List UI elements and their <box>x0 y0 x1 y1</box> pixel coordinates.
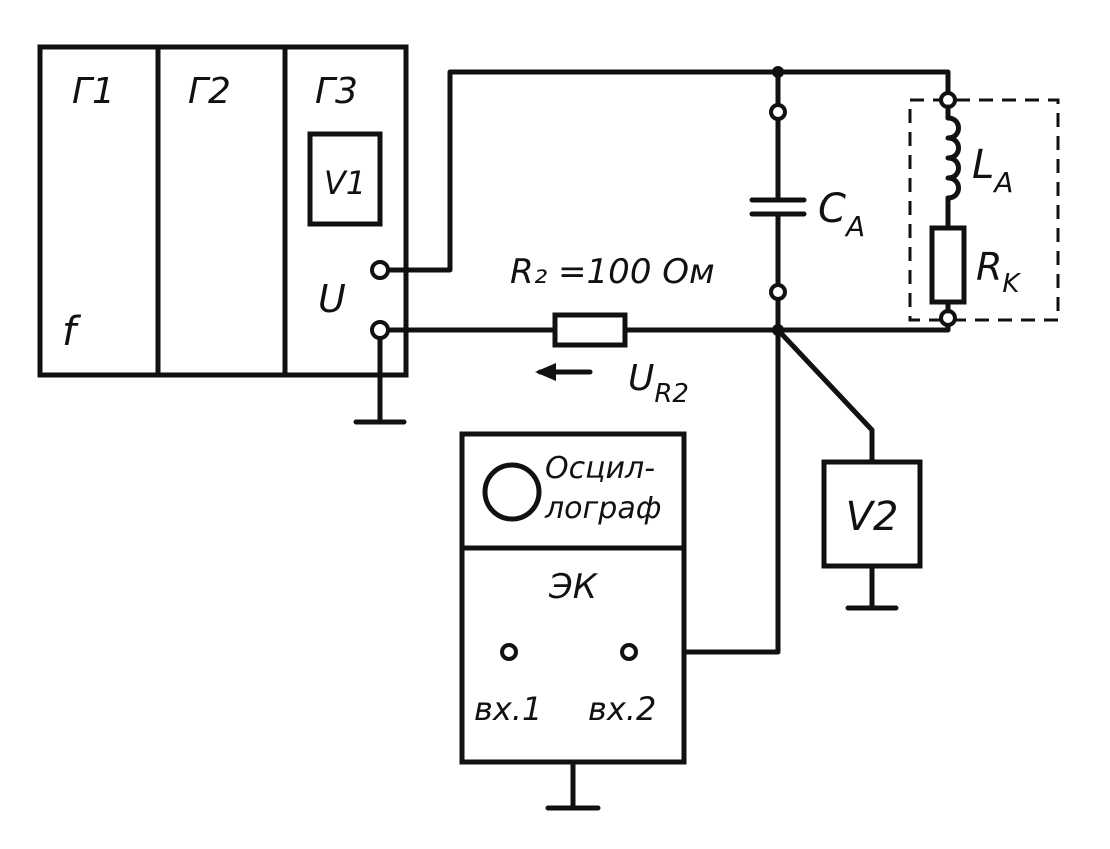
voltage-r2-label: UR2 <box>628 358 689 409</box>
inductor-label: LA <box>972 142 1013 199</box>
wires <box>353 69 951 811</box>
wire-bottom-right <box>622 315 951 333</box>
capacitor-label: CA <box>818 186 865 243</box>
voltmeter-v1-label: V1 <box>324 164 366 202</box>
inductor-la <box>945 115 961 201</box>
voltmeter-v2: V2 <box>821 459 923 569</box>
oscilloscope-section-label: ЭК <box>548 567 599 607</box>
voltmeter-v2-box <box>821 459 923 569</box>
generator-panel: Г1 Г2 Г3 V1 f U <box>37 44 409 378</box>
oscilloscope-input-2-label: вх.2 <box>588 690 656 728</box>
generator-terminal-lower <box>370 320 390 340</box>
oscilloscope-input-1 <box>500 643 518 661</box>
resistor-r2-label: R₂ =100 Ом <box>510 252 715 292</box>
voltmeter-v1-box <box>307 131 383 227</box>
arrow-left-icon <box>535 363 556 381</box>
junction-bottom <box>772 324 784 336</box>
voltmeter-v2-label: V2 <box>846 494 899 540</box>
resistor-rk-label: RK <box>976 245 1021 299</box>
capacitor-ca: CA <box>749 103 865 301</box>
capacitor-terminal-top <box>769 103 787 121</box>
capacitor-terminal-bottom <box>769 283 787 301</box>
resistor-rk-body <box>929 225 967 305</box>
coil-dashed-boundary <box>908 98 1060 322</box>
wire-to-v2 <box>775 327 875 465</box>
oscilloscope-screen-icon <box>482 462 542 522</box>
resistor-r2-body <box>552 312 628 348</box>
generator-voltage-label: U <box>318 277 346 321</box>
generator-terminal-upper <box>370 260 390 280</box>
coil-assembly: LA RK <box>908 91 1060 327</box>
wire-top <box>382 69 951 273</box>
resistor-r2: R₂ =100 Ом UR2 <box>510 252 715 409</box>
oscilloscope-title-line1: Осцил- <box>545 451 655 486</box>
generator-block-3-label: Г3 <box>315 71 358 112</box>
oscilloscope-input-2 <box>620 643 638 661</box>
oscilloscope: Осцил- лограф ЭК вх.1 вх.2 <box>459 431 687 765</box>
generator-block-2-label: Г2 <box>188 71 231 112</box>
oscilloscope-input-1-label: вх.1 <box>474 690 542 728</box>
oscilloscope-title-line2: лограф <box>544 491 661 526</box>
generator-block-1-label: Г1 <box>72 71 115 112</box>
junction-top <box>772 66 784 78</box>
